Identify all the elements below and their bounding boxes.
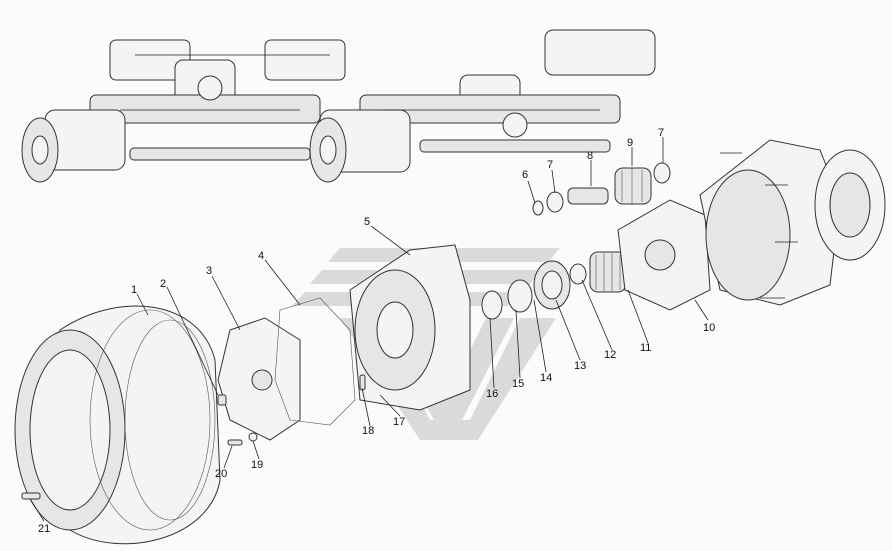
label-11: 11 (640, 342, 651, 354)
parts-6-9-shaft-gear (532, 162, 671, 216)
part-3-cover-plate (217, 317, 301, 441)
part-10-planet-carrier (617, 199, 711, 311)
label-8: 8 (587, 150, 593, 162)
label-19: 19 (251, 459, 263, 471)
label-2: 2 (160, 278, 166, 290)
fasteners-small-parts (21, 374, 366, 500)
label-17: 17 (393, 416, 405, 428)
label-21: 21 (38, 523, 50, 535)
label-10: 10 (703, 322, 715, 334)
label-20: 20 (215, 468, 227, 480)
part-4-gasket (274, 297, 356, 426)
label-5: 5 (364, 216, 370, 228)
label-7-left: 7 (547, 159, 553, 171)
hub-assembly-right (699, 139, 886, 306)
label-18: 18 (362, 425, 374, 437)
part-labels: 1 2 3 4 5 6 7 8 9 7 10 11 12 13 14 15 16… (38, 127, 715, 535)
label-1: 1 (131, 284, 137, 296)
label-7-right: 7 (658, 127, 664, 139)
label-13: 13 (574, 360, 586, 372)
label-15: 15 (512, 378, 524, 390)
label-9: 9 (627, 137, 633, 149)
part-11-gear-sleeve (589, 251, 627, 293)
label-16: 16 (486, 388, 498, 400)
leader-lines (29, 137, 709, 522)
label-12: 12 (604, 349, 616, 361)
label-4: 4 (258, 250, 264, 262)
parts-14-16-rings (481, 260, 571, 320)
label-14: 14 (540, 372, 552, 384)
label-3: 3 (206, 265, 212, 277)
label-6: 6 (522, 169, 528, 181)
part-1-brake-drum (14, 305, 221, 545)
parts-12-13-rings (569, 263, 587, 285)
axle-assembly-right (309, 29, 656, 183)
part-5-wheel-hub (349, 244, 471, 411)
axle-assembly-left (21, 39, 346, 183)
